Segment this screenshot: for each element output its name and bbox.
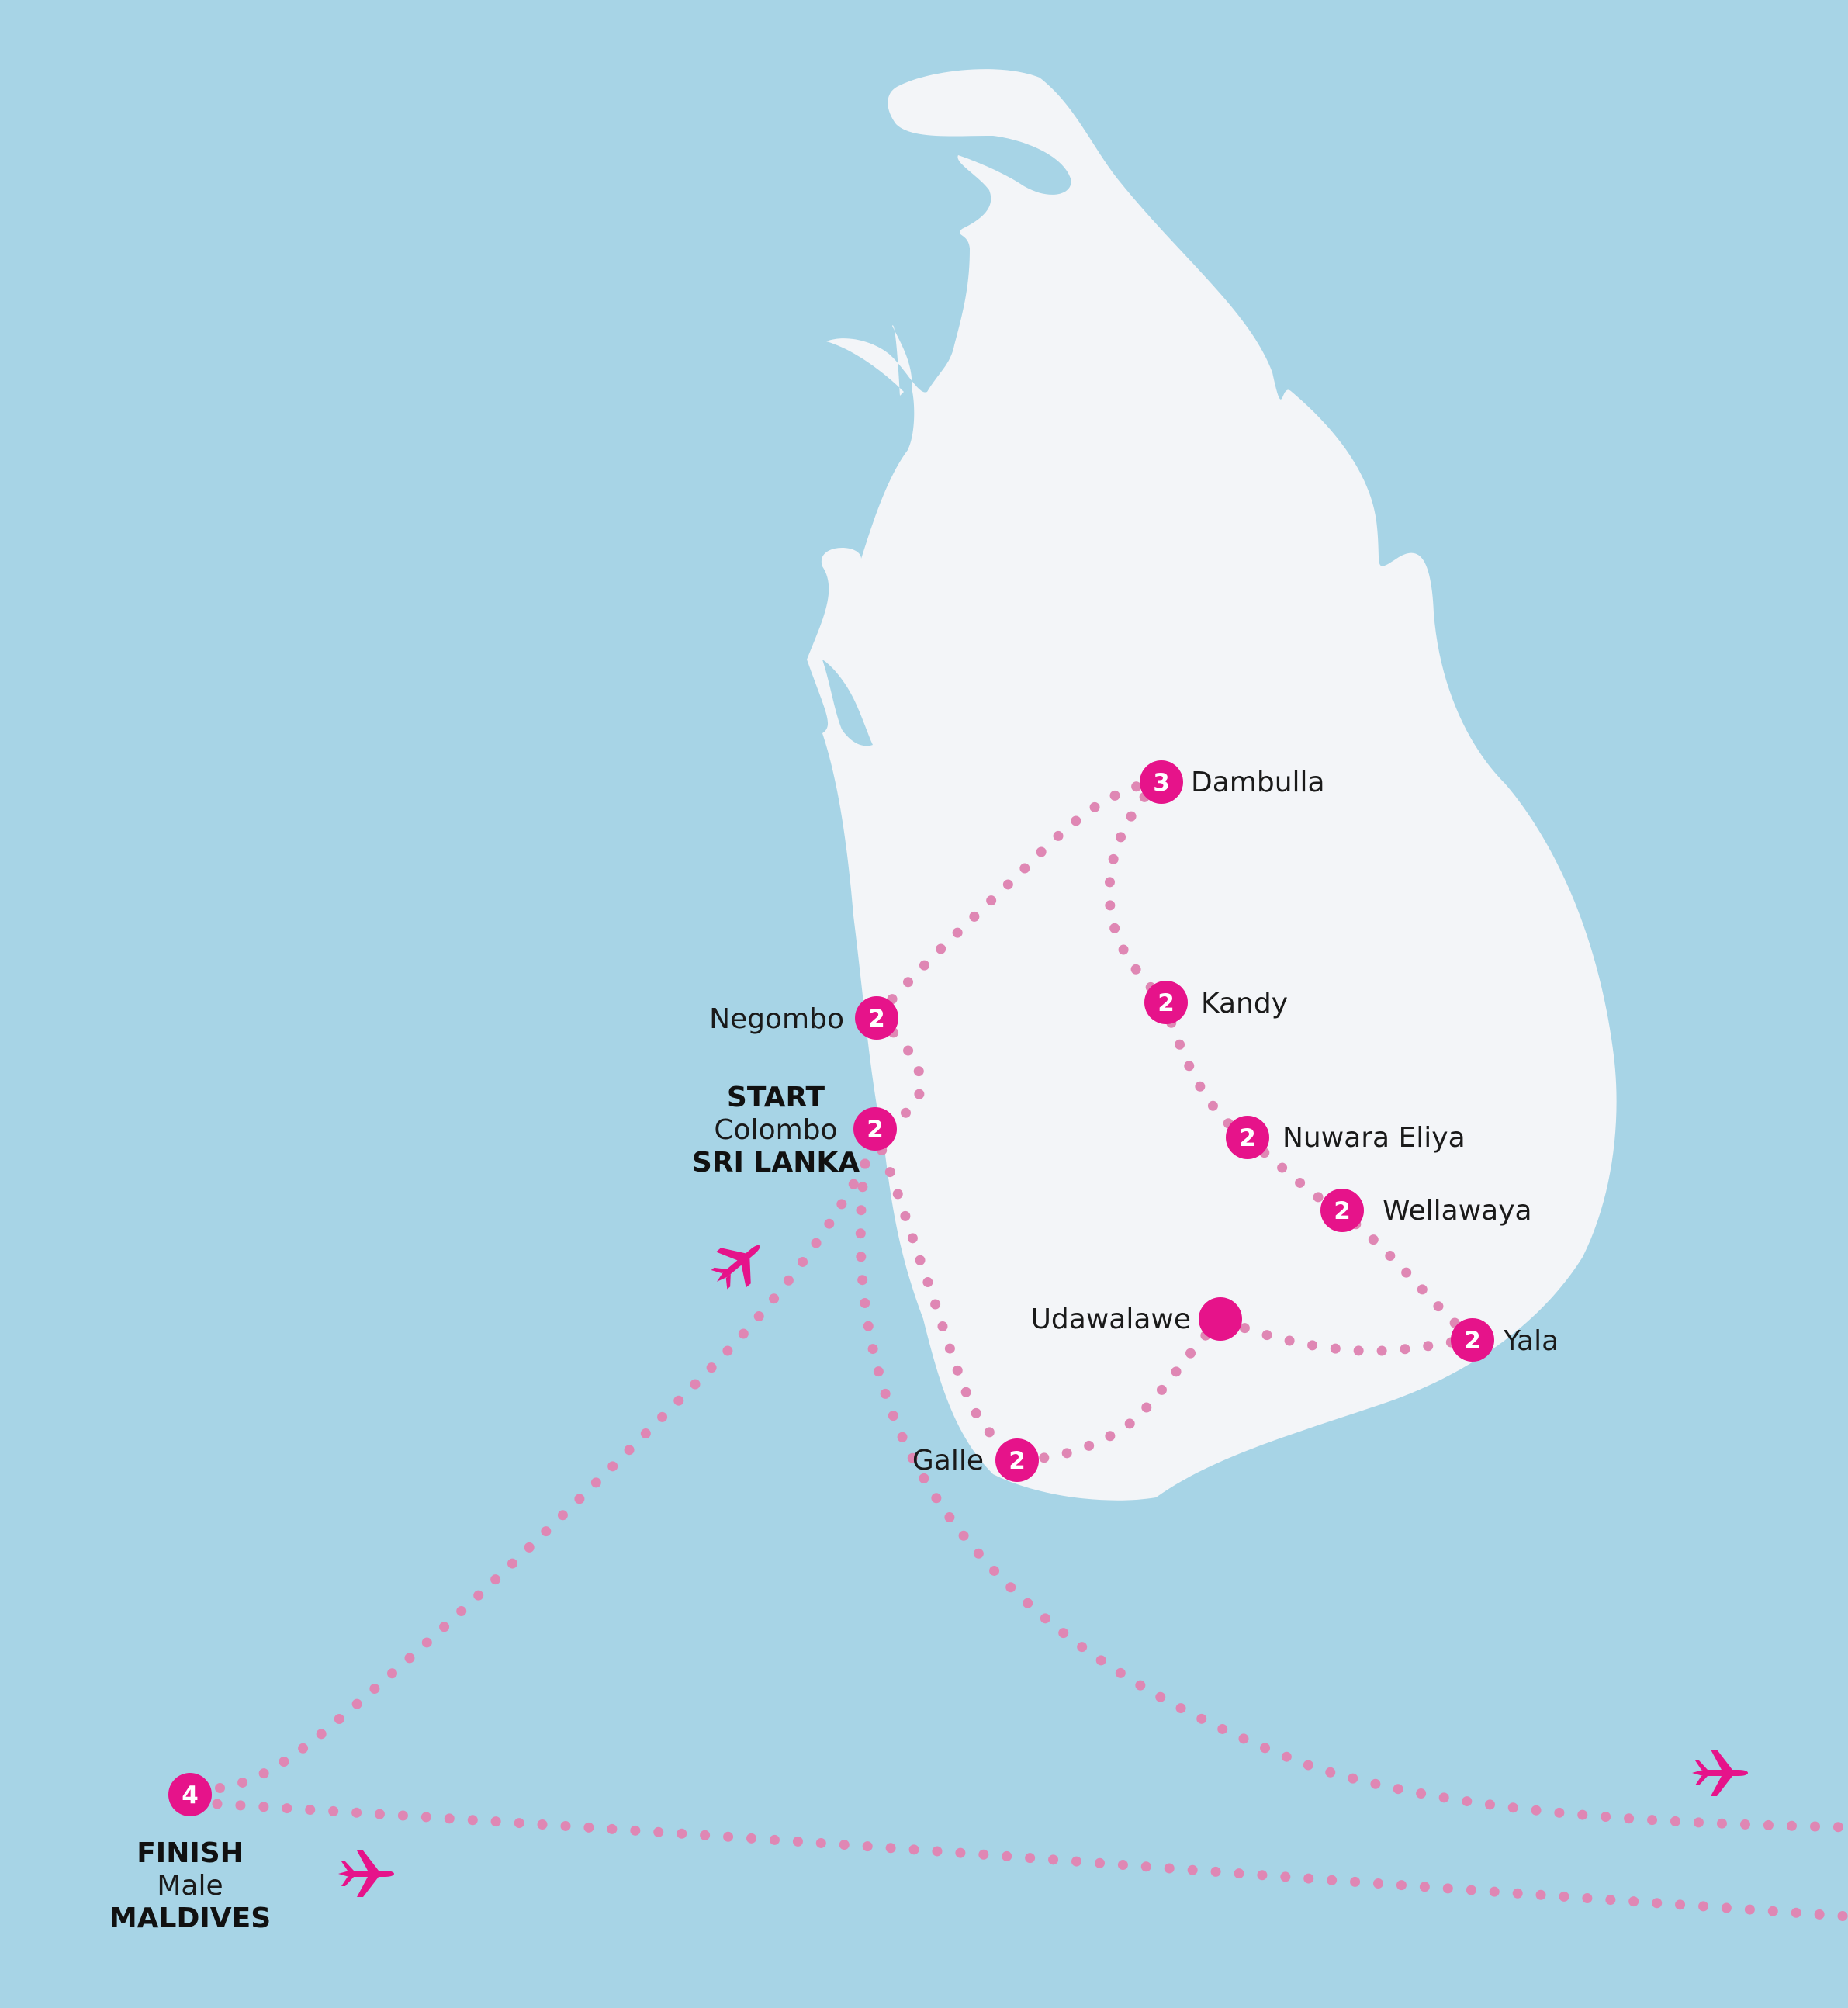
stop-galle[interactable]: 2 Galle (912, 1438, 1039, 1482)
stop-marker (853, 1107, 897, 1151)
stop-marker (1144, 981, 1188, 1024)
nights-count: 2 (1334, 1197, 1351, 1225)
stop-marker (1226, 1116, 1269, 1159)
stop-marker (1320, 1189, 1364, 1232)
place-label: Yala (1503, 1325, 1559, 1357)
route-colombo-galle (867, 1123, 1022, 1466)
stop-male[interactable]: 4 FINISH Male MALDIVES (109, 1773, 271, 1934)
nights-count: 2 (1158, 989, 1175, 1017)
nights-count: 2 (867, 1116, 884, 1144)
airplane-icon (338, 1850, 394, 1897)
nights-count: 2 (1239, 1124, 1256, 1152)
place-label: Kandy (1201, 988, 1288, 1020)
stop-marker (855, 996, 898, 1040)
route-dambulla-kandy (1104, 774, 1169, 1006)
route-yala-udawalawe (1216, 1314, 1479, 1356)
country-label: MALDIVES (109, 1902, 271, 1934)
place-label: Dambulla (1191, 767, 1325, 798)
stop-marker (995, 1438, 1039, 1482)
nights-count: 4 (182, 1781, 199, 1809)
start-label: START (727, 1082, 825, 1113)
route-negombo-dambulla (871, 774, 1165, 1022)
stop-colombo[interactable]: 2 START Colombo SRI LANKA (692, 1082, 897, 1179)
nights-count: 2 (1009, 1447, 1026, 1475)
place-label: Colombo (714, 1114, 837, 1146)
stop-nuwara-eliya[interactable]: 2 Nuwara Eliya (1226, 1116, 1466, 1159)
stop-marker (1451, 1318, 1494, 1362)
place-label: Galle (912, 1445, 984, 1477)
country-label: SRI LANKA (692, 1147, 860, 1179)
place-label: Male (157, 1870, 223, 1902)
place-label: Nuwara Eliya (1282, 1122, 1466, 1154)
finish-label: FINISH (137, 1837, 244, 1869)
stop-negombo[interactable]: 2 Negombo (709, 996, 898, 1040)
stop-marker (168, 1773, 212, 1816)
puttalam-lagoon (822, 660, 873, 746)
stop-kandy[interactable]: 2 Kandy (1144, 981, 1288, 1024)
route-colombo-east-flight (855, 1158, 1848, 1833)
stop-marker (1140, 760, 1183, 804)
route-kandy-yala (1158, 995, 1479, 1344)
airplane-icon (1692, 1750, 1748, 1796)
place-label: Wellawaya (1383, 1195, 1532, 1227)
nights-count: 2 (868, 1005, 885, 1033)
route-colombo-male-flight (212, 1158, 870, 1794)
nights-count: 2 (1464, 1327, 1481, 1355)
sri-lanka-landmass (807, 69, 1617, 1501)
nights-count: 3 (1153, 769, 1170, 797)
stop-marker (1199, 1297, 1242, 1341)
stop-dambulla[interactable]: 3 Dambulla (1140, 760, 1325, 804)
place-label: Negombo (709, 1003, 844, 1035)
airplane-icon (711, 1245, 760, 1290)
stop-yala[interactable]: 2 Yala (1451, 1318, 1559, 1362)
stop-udawalawe[interactable]: Udawalawe (1031, 1297, 1242, 1341)
stop-wellawaya[interactable]: 2 Wellawaya (1320, 1189, 1532, 1232)
route-udawalawe-galle (1011, 1314, 1227, 1466)
place-label: Udawalawe (1031, 1303, 1191, 1335)
